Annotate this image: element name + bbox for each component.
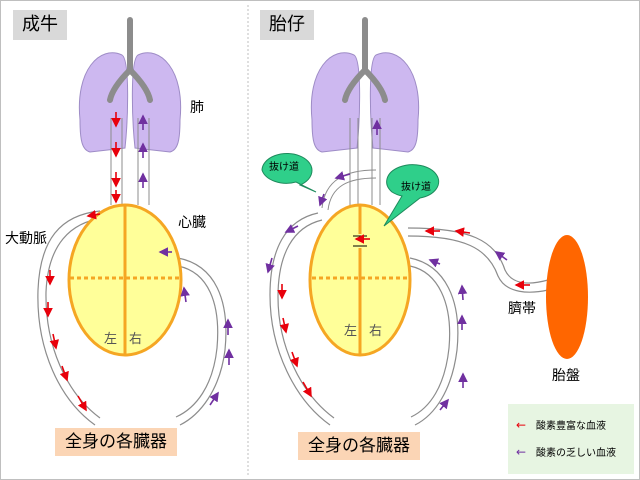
fetus-lung-right: [369, 52, 420, 153]
legend: ← 酸素豊富な血液 ← 酸素の乏しい血液: [508, 404, 634, 474]
placenta-shape: [546, 235, 588, 359]
label-heart: 心臓: [178, 215, 206, 231]
adult-red-arrows: [43, 112, 121, 412]
arrow-left-icon: ←: [516, 418, 527, 432]
adult-purple-arrows: [138, 114, 234, 406]
arrow-left-icon: ←: [516, 445, 527, 459]
adult-lung-right: [131, 52, 182, 153]
adult-label-left: 左: [104, 332, 118, 347]
legend-item-oxygen-poor: ← 酸素の乏しい血液: [516, 444, 616, 459]
label-umbilical-cord: 臍帯: [508, 301, 536, 317]
fetus-systemic-vessels: [269, 212, 549, 426]
legend-item-oxygen-rich: ← 酸素豊富な血液: [516, 417, 606, 432]
bubble-foramen: [383, 164, 440, 227]
fetus-organs-box: 全身の各臓器: [298, 432, 420, 460]
bubble-text-ductus: 抜け道: [269, 162, 299, 173]
fetus-trachea: [342, 17, 388, 103]
legend-label-oxygen-poor: 酸素の乏しい血液: [536, 448, 616, 459]
adult-trachea: [107, 17, 153, 103]
adult-title: 成牛: [13, 10, 67, 40]
adult-organs-box: 全身の各臓器: [55, 428, 177, 456]
fetus-label-left: 左: [344, 324, 358, 339]
adult-panel: [37, 17, 234, 426]
bubble-ductus: [261, 153, 317, 193]
fetus-lung-left: [310, 52, 361, 153]
label-placenta: 胎盤: [552, 368, 580, 384]
label-aorta: 大動脈: [5, 231, 47, 247]
fetus-purple-arrows: [265, 119, 508, 411]
fetus-title: 胎仔: [260, 10, 314, 40]
fetus-panel: [261, 17, 588, 426]
adult-label-right: 右: [129, 332, 143, 347]
bubble-text-foramen: 抜け道: [401, 182, 431, 193]
fetus-label-right: 右: [369, 324, 383, 339]
legend-label-oxygen-rich: 酸素豊富な血液: [536, 421, 606, 432]
label-lung: 肺: [190, 100, 204, 116]
fetus-red-arrows: [277, 226, 530, 398]
adult-lung-left: [78, 52, 129, 153]
adult-pulmonary-vessels: [110, 118, 150, 205]
